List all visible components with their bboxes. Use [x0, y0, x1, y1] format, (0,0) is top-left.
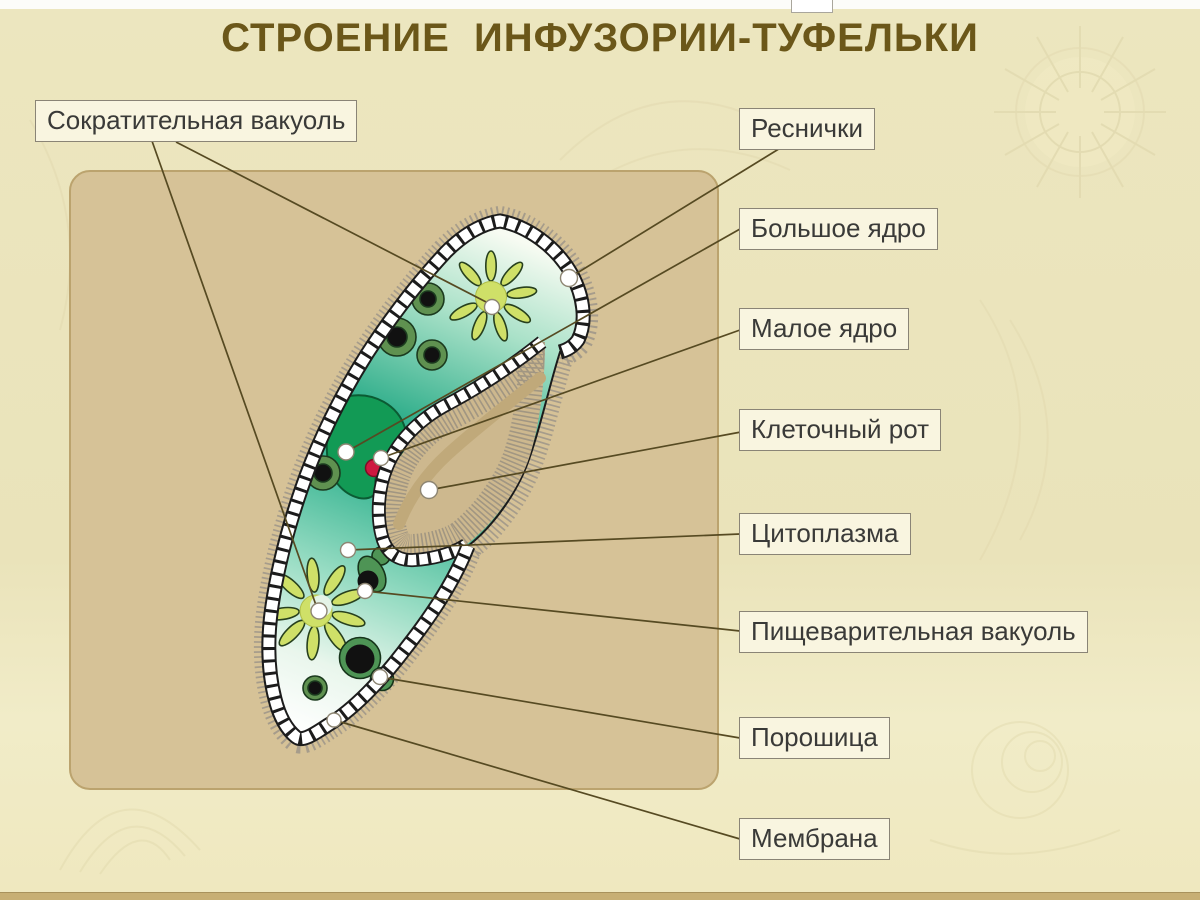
line-cytoplasm — [347, 533, 741, 551]
label-digestive-vacuole: Пищеварительная вакуоль — [739, 611, 1088, 653]
marker-membrane — [326, 712, 342, 728]
line-anal-pore — [379, 676, 741, 739]
label-contractile-vacuole: Сократительная вакуоль — [35, 100, 358, 142]
label-anal-pore: Порошица — [739, 717, 890, 759]
marker-contractile-lower — [310, 602, 328, 620]
shell-watermark — [59, 808, 201, 875]
label-membrane: Мембрана — [739, 818, 890, 860]
label-cilia: Реснички — [739, 108, 875, 150]
line-digestive-vacuole — [364, 590, 741, 632]
label-macronucleus: Большое ядро — [739, 208, 938, 250]
oral-groove-membrane — [371, 336, 547, 568]
line-cell-mouth — [428, 431, 742, 491]
line-micronucleus — [380, 329, 741, 459]
line-macronucleus — [345, 228, 741, 453]
feather-watermark — [29, 119, 71, 331]
page-title: СТРОЕНИЕ ИНФУЗОРИИ-ТУФЕЛЬКИ — [221, 16, 979, 60]
bottom-bar — [0, 892, 1200, 900]
marker-micronucleus — [372, 449, 390, 467]
oral-groove-cilia — [378, 342, 545, 561]
marker-contractile-upper — [483, 298, 501, 316]
marker-cell-mouth — [419, 480, 439, 500]
oral-groove-throat — [393, 372, 546, 530]
background-watermarks — [29, 26, 1166, 875]
top-tab — [791, 0, 833, 13]
label-micronucleus: Малое ядро — [739, 308, 910, 350]
line-contractile-vacuole-upper — [175, 141, 491, 305]
leader-lines — [151, 140, 783, 840]
weed-watermark — [979, 299, 1049, 561]
label-cytoplasm: Цитоплазма — [739, 513, 911, 555]
marker-cytoplasm — [339, 541, 357, 559]
oral-groove — [378, 342, 545, 561]
line-contractile-vacuole-lower — [151, 140, 318, 609]
marker-anal-pore — [371, 668, 389, 686]
marker-macronucleus — [337, 443, 355, 461]
line-cilia — [568, 146, 783, 279]
label-cell-mouth: Клеточный рот — [739, 409, 942, 451]
marker-cilia — [559, 268, 579, 288]
radiolarian-watermark — [994, 26, 1166, 198]
line-membrane — [333, 719, 741, 840]
marker-digestive-vacuole — [356, 582, 374, 600]
marker-dots — [310, 268, 579, 728]
top-strip — [0, 0, 1200, 9]
snail-watermark — [929, 721, 1121, 855]
